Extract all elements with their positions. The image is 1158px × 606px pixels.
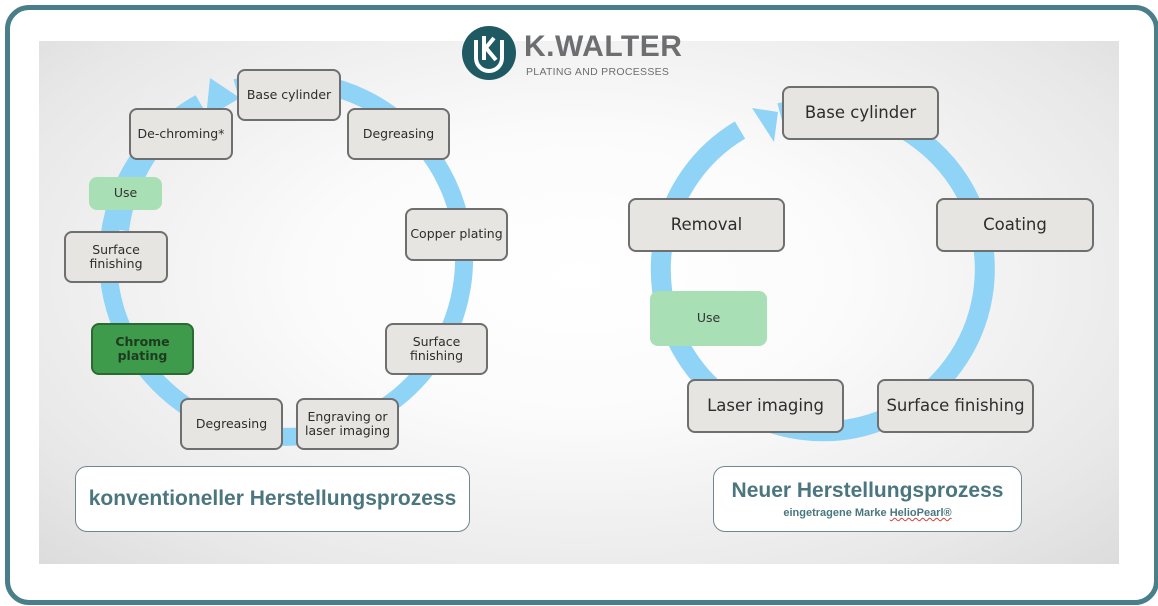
new-process-title: Neuer Herstellungsprozess [731,479,1004,502]
conv-step-use: Use [89,177,162,210]
conv-step-copper-plating: Copper plating [405,208,508,261]
conv-step-de-chroming: De-chroming* [129,108,233,160]
logo: K.WALTER PLATING AND PROCESSES [462,24,702,84]
conv-step-chrome-plating: Chrome plating [91,323,194,375]
new-step-coating: Coating [936,198,1094,252]
conv-step-engraving: Engraving or laser imaging [296,398,399,450]
new-step-base-cylinder: Base cylinder [782,86,939,140]
logo-name: K.WALTER [524,30,683,63]
conv-step-base-cylinder: Base cylinder [237,69,341,121]
kw-logo-icon [462,26,516,80]
new-step-use: Use [650,291,767,346]
conv-step-surface-finishing-2: Surface finishing [64,231,168,283]
subtitle-prefix: eingetragene Marke [783,507,890,519]
new-arrowhead-icon [752,108,778,142]
conv-step-degreasing-2: Degreasing [180,398,283,450]
new-process-subtitle: eingetragene Marke HelioPearl® [783,507,951,519]
new-step-laser-imaging: Laser imaging [687,379,844,433]
conv-step-degreasing-1: Degreasing [347,108,450,160]
new-step-surface-finishing: Surface finishing [877,379,1034,433]
trademark-name: HelioPearl® [889,507,952,519]
new-process-caption: Neuer Herstellungsprozess eingetragene M… [713,466,1022,532]
new-step-removal: Removal [628,198,785,252]
logo-tagline: PLATING AND PROCESSES [526,66,670,78]
conventional-process-caption: konventioneller Herstellungsprozess [75,466,470,532]
conventional-process-title: konventioneller Herstellungsprozess [88,487,457,510]
conv-step-surface-finishing-1: Surface finishing [385,323,488,375]
